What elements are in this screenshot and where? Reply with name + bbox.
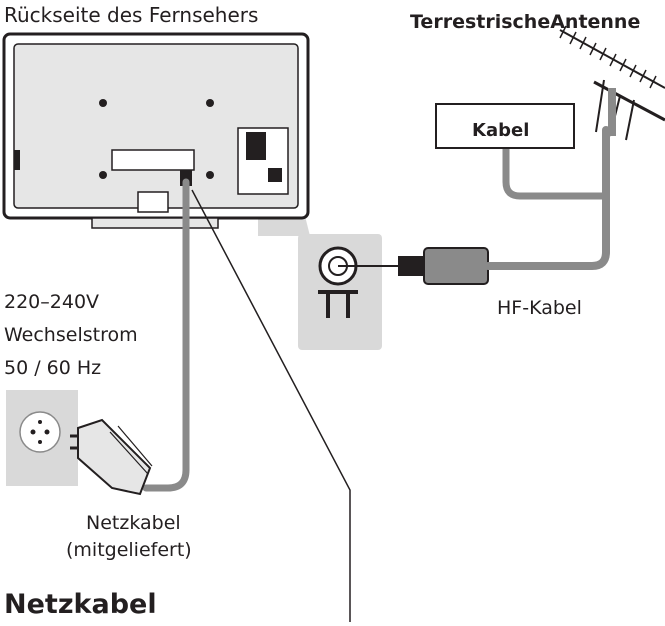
tv-back-label: Rückseite des Fernsehers [4, 3, 259, 27]
callout-leader-line [191, 189, 351, 622]
power-cord-label: Netzkabel [86, 512, 181, 534]
cable-box-line [502, 148, 606, 200]
frequency-label: 50 / 60 Hz [4, 357, 102, 379]
cable-box-label: Kabel [472, 120, 530, 141]
antenna-label: TerrestrischeAntenne [410, 11, 641, 33]
voltage-label: 220–240V [4, 291, 100, 313]
section-title: Netzkabel [4, 589, 157, 620]
cable-box [435, 103, 575, 149]
hf-cable [484, 126, 610, 270]
tv-back-panel [2, 32, 310, 229]
hf-cable-label: HF-Kabel [497, 297, 582, 319]
power-outlet-icon [6, 390, 78, 486]
ac-label: Wechselstrom [4, 324, 138, 346]
power-cord [142, 178, 190, 492]
power-cord-supplied-label: (mitgeliefert) [66, 539, 192, 561]
antenna-icon [559, 25, 665, 141]
coax-plug-icon [398, 247, 489, 285]
power-plug-icon [70, 418, 153, 496]
